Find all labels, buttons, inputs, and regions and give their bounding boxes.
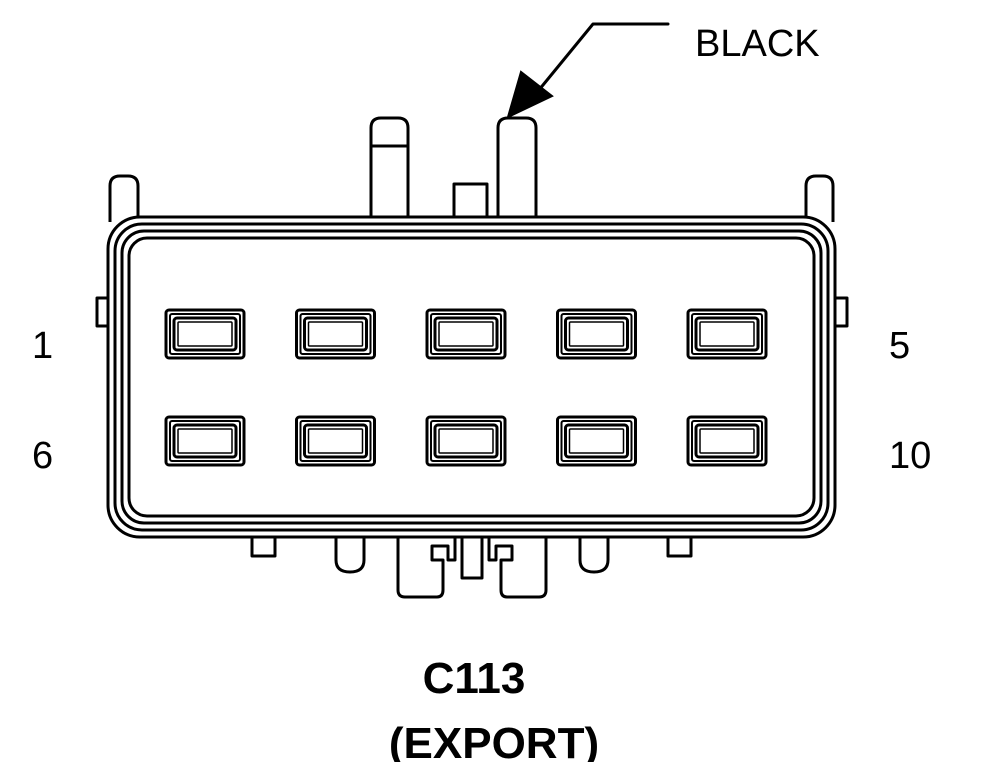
top-key-tab xyxy=(452,182,489,222)
top-latch-right xyxy=(496,116,538,220)
pin-cavity-10 xyxy=(686,415,768,467)
bottom-features xyxy=(250,534,693,599)
pin-cavity-6 xyxy=(164,415,246,467)
pin-label-6: 6 xyxy=(32,435,53,477)
pin-cavity-2 xyxy=(295,308,376,360)
pin-cavity-9 xyxy=(556,415,637,467)
connector-variant: (EXPORT) xyxy=(389,719,599,762)
callout-arrow-icon xyxy=(506,70,554,119)
pin-cavity-8 xyxy=(425,415,507,467)
pin-cavity-4 xyxy=(556,308,637,360)
color-callout xyxy=(506,22,670,119)
pin-cavity-3 xyxy=(425,308,507,360)
pin-cavity-7 xyxy=(295,415,376,467)
connector-housing xyxy=(106,215,837,539)
top-latch-left xyxy=(369,116,410,220)
pin-cavities xyxy=(164,308,768,467)
pin-cavity-5 xyxy=(686,308,768,360)
connector-id: C113 xyxy=(423,654,526,703)
pin-label-10: 10 xyxy=(889,435,931,477)
side-clip-right xyxy=(804,174,835,222)
side-tab-right xyxy=(833,296,849,328)
side-clip-left xyxy=(108,174,140,222)
color-label: BLACK xyxy=(695,23,820,65)
pin-label-1: 1 xyxy=(32,325,53,367)
pin-label-5: 5 xyxy=(889,325,910,367)
pin-cavity-1 xyxy=(164,308,246,360)
